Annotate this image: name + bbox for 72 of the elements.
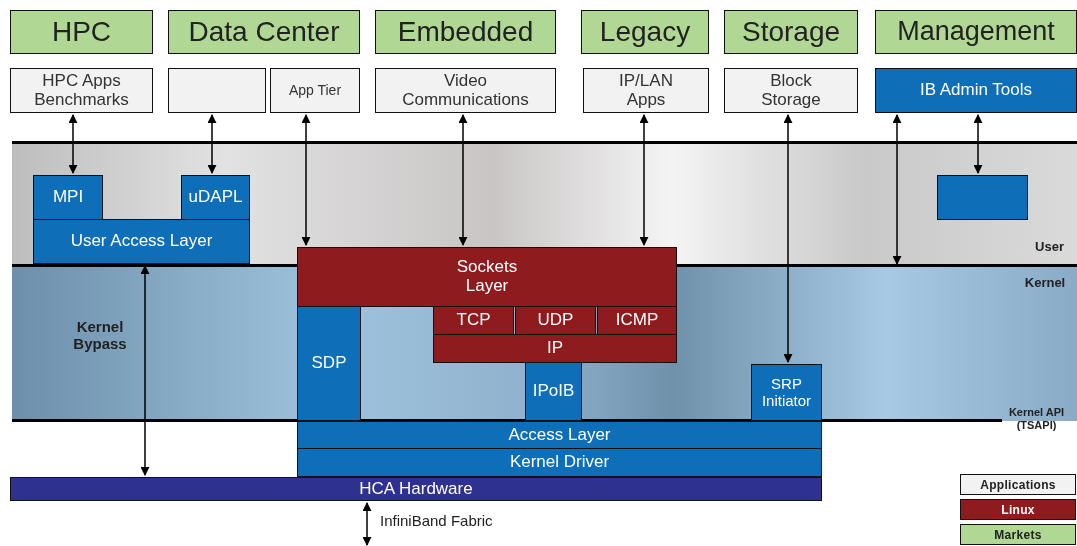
market-box	[581, 10, 709, 54]
market-box	[724, 10, 858, 54]
market-box	[375, 10, 556, 54]
node-label: SDP	[311, 354, 347, 373]
node-label: MPI	[52, 188, 84, 207]
double-arrow	[783, 114, 793, 363]
protocol-box	[433, 306, 514, 335]
double-arrow	[639, 114, 649, 246]
node-label: Storage	[741, 16, 841, 48]
module-box	[297, 448, 822, 477]
application-box	[375, 68, 556, 113]
protocol-box	[597, 306, 677, 335]
application-box	[583, 68, 709, 113]
node-label: IB Admin Tools	[919, 81, 1033, 100]
layer-label: Kernel	[1023, 276, 1067, 291]
double-arrow	[301, 114, 311, 246]
node-label: Access Layer	[508, 425, 611, 445]
double-arrow	[362, 502, 372, 546]
node-label: IP	[546, 339, 564, 358]
protocol-box	[433, 334, 677, 363]
node-label: Kernel Driver	[509, 453, 610, 472]
module-box	[297, 306, 361, 421]
legend-label: Applications	[980, 477, 1056, 492]
application-box	[270, 68, 360, 113]
layer-label: InfiniBand Fabric	[380, 512, 494, 530]
market-box	[10, 10, 153, 54]
module-box	[297, 421, 822, 449]
application-box	[168, 68, 266, 113]
node-label: IP/LAN Apps	[618, 71, 674, 110]
node-label: HCA Hardware	[359, 479, 473, 499]
legend-label: Markets	[994, 527, 1042, 542]
layer-label: Kernel API (TSAPI)	[1007, 406, 1066, 432]
node-label: uDAPL	[188, 188, 243, 207]
module-box	[33, 219, 250, 264]
double-arrow	[140, 265, 150, 476]
market-box	[875, 10, 1077, 54]
node-label: User Access Layer	[70, 232, 213, 251]
module-box	[937, 175, 1028, 220]
double-arrow	[458, 114, 468, 246]
node-label: IPoIB	[532, 382, 575, 401]
node-label: SRP Initiator	[760, 376, 813, 409]
node-label: Video Communications	[401, 71, 530, 110]
double-arrow	[68, 114, 78, 174]
layer-label: Kernel Bypass	[72, 318, 128, 353]
node-label: Block Storage	[760, 71, 822, 110]
node-label: TCP	[456, 311, 491, 330]
protocol-box	[515, 306, 596, 335]
node-label: Legacy	[599, 16, 691, 48]
node-label: Embedded	[397, 16, 534, 48]
double-arrow	[207, 114, 217, 174]
application-box	[724, 68, 858, 113]
protocol-box	[297, 247, 677, 307]
node-label: Management	[897, 17, 1055, 47]
node-label: Sockets Layer	[455, 258, 519, 296]
module-box	[33, 175, 103, 220]
double-arrow	[892, 114, 902, 265]
legend-label: Linux	[1001, 502, 1035, 517]
node-label: Data Center	[188, 16, 340, 48]
double-arrow	[973, 114, 983, 174]
layer-label: User	[1034, 240, 1065, 255]
node-label: ICMP	[615, 311, 659, 330]
module-box	[181, 175, 250, 220]
module-box	[875, 68, 1077, 113]
module-box	[525, 362, 582, 421]
market-box	[168, 10, 360, 54]
module-box	[751, 364, 822, 421]
node-label: HPC Apps Benchmarks	[33, 71, 130, 110]
application-box	[10, 68, 153, 113]
hardware-bar	[10, 477, 822, 501]
node-label: HPC	[51, 16, 112, 48]
node-label: UDP	[537, 311, 574, 330]
node-label: App Tier	[288, 82, 342, 99]
